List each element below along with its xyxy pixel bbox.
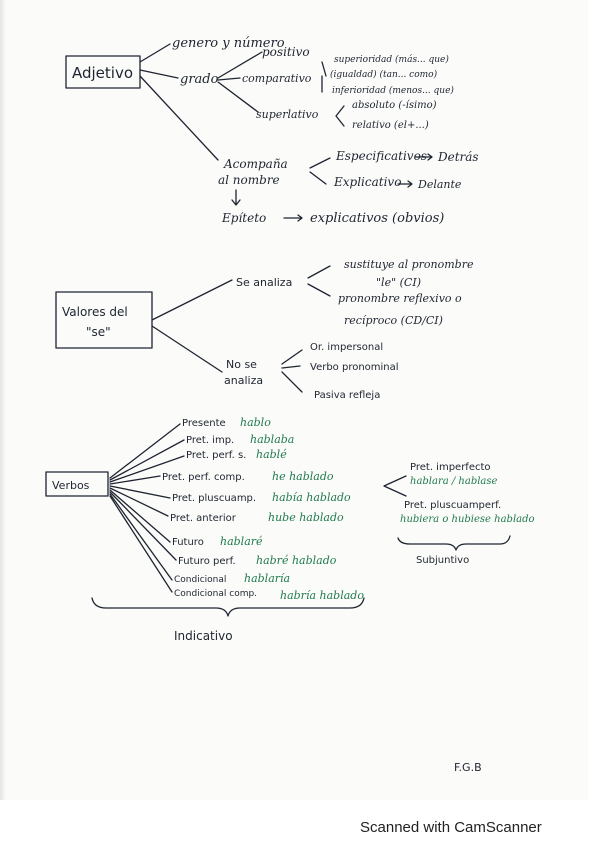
arrow-down-epiteto (231, 189, 241, 206)
tense-label-4: Pret. perf. comp. (162, 472, 245, 483)
arrow-no-analiza (151, 325, 223, 373)
subj-label-1: Pret. imperfecto (410, 462, 491, 473)
arrow-positivo (217, 51, 263, 79)
verbos-fan-lines (109, 423, 185, 593)
comp-item-3: inferioridad (menos... que) (332, 85, 454, 96)
arrow-comparativo (217, 77, 241, 81)
no-analiza-brace (281, 349, 303, 393)
paper-edge-shadow (0, 0, 6, 800)
arrow-superlativo (217, 81, 259, 113)
epiteto-label: Epíteto (221, 211, 266, 225)
sup-item-2: relativo (el+...) (352, 120, 429, 131)
tense-label-6: Pret. anterior (170, 513, 237, 524)
tense-example-5: había hablado (272, 491, 351, 504)
arrow-detras (415, 153, 433, 161)
genero-label: genero y número (172, 36, 285, 51)
sustituye-line1: sustituye al pronombre (344, 258, 474, 271)
se-analiza-label: Se analiza (236, 276, 292, 289)
acompania-line2: al nombre (218, 173, 280, 187)
tense-label-7: Futuro (172, 537, 204, 548)
comp-item-2: (igualdad) (tan... como) (330, 69, 438, 80)
subj-example-2: hubiera o hubiese hablado (400, 514, 535, 525)
arrow-genero (139, 43, 171, 63)
acompania-brace (309, 157, 331, 185)
adjetivo-title: Adjetivo (72, 64, 133, 82)
positivo-label: positivo (262, 45, 310, 59)
no-item-2: Verbo pronominal (310, 362, 399, 373)
arrow-grado (139, 69, 179, 79)
tense-example-3: hablé (256, 448, 287, 461)
tense-example-2: hablaba (250, 433, 294, 446)
acompania-line1: Acompaña (223, 157, 288, 171)
epiteto-def: explicativos (obvios) (310, 211, 444, 226)
tense-label-5: Pret. pluscuamp. (172, 493, 256, 504)
subjuntivo-bracket (383, 475, 407, 497)
tense-example-4: he hablado (272, 470, 334, 483)
verbos-title: Verbos (52, 479, 90, 492)
pronombre-line1: pronombre reflexivo o (338, 292, 462, 305)
indicativo-label: Indicativo (174, 629, 233, 643)
subjuntivo-tenses: Pret. imperfecto hablara / hablase Pret.… (400, 462, 535, 525)
tense-label-3: Pret. perf. s. (186, 450, 246, 461)
arrow-epiteto-def (283, 214, 303, 222)
signature-initials: F.G.B (454, 761, 482, 774)
tense-label-1: Presente (182, 418, 226, 429)
pronombre-line2: recíproco (CD/CI) (344, 314, 443, 327)
se-title-line2: "se" (86, 325, 111, 339)
verbos-box (45, 471, 109, 497)
arrow-se-analiza (151, 279, 233, 321)
detras-label: Detrás (437, 150, 479, 164)
arrow-acompania (139, 75, 219, 161)
grado-label: grado (180, 72, 219, 87)
superlativo-brace (335, 105, 345, 127)
especificativos-label: Especificativos (335, 149, 427, 163)
no-analiza-line2: analiza (224, 374, 263, 387)
arrow-delante (397, 180, 413, 188)
no-item-1: Or. impersonal (310, 342, 383, 353)
tense-label-2: Pret. imp. (186, 435, 234, 446)
adjetivo-box (65, 55, 141, 89)
tense-example-6: hube hablado (268, 511, 344, 524)
paper-sheet (4, 0, 588, 800)
sustituye-line2: "le" (CI) (376, 276, 421, 289)
tense-example-7: hablaré (220, 535, 263, 548)
tense-label-9: Condicional (174, 575, 226, 585)
explicativo-label: Explicativo (333, 175, 401, 189)
tense-label-8: Futuro perf. (178, 556, 236, 567)
tense-example-8: habré hablado (256, 554, 337, 567)
subjuntivo-brace (397, 535, 511, 551)
subj-label-2: Pret. pluscuamperf. (404, 500, 501, 511)
delante-label: Delante (417, 178, 462, 191)
no-analiza-line1: No se (226, 358, 257, 371)
camscanner-watermark: Scanned with CamScanner (360, 819, 542, 836)
comparativo-brace (321, 61, 327, 93)
no-item-3: Pasiva refleja (314, 390, 380, 401)
sup-item-1: absoluto (-ísimo) (352, 100, 437, 111)
comp-item-1: superioridad (más... que) (334, 54, 449, 65)
se-analiza-brace (307, 265, 331, 297)
indicativo-brace (91, 597, 365, 617)
subjuntivo-label: Subjuntivo (416, 555, 469, 566)
indicativo-tenses: Presente hablo Pret. imp. hablaba Pret. … (162, 416, 364, 602)
superlativo-label: superlativo (256, 108, 319, 121)
tense-example-9: hablaría (244, 572, 290, 585)
tense-example-10: habría hablado (280, 589, 364, 602)
subj-example-1: hablara / hablase (410, 476, 498, 487)
se-box (55, 291, 153, 349)
tense-example-1: hablo (240, 416, 271, 429)
se-title-line1: Valores del (62, 305, 128, 319)
tense-label-10: Condicional comp. (174, 589, 257, 599)
comparativo-label: comparativo (242, 72, 312, 85)
